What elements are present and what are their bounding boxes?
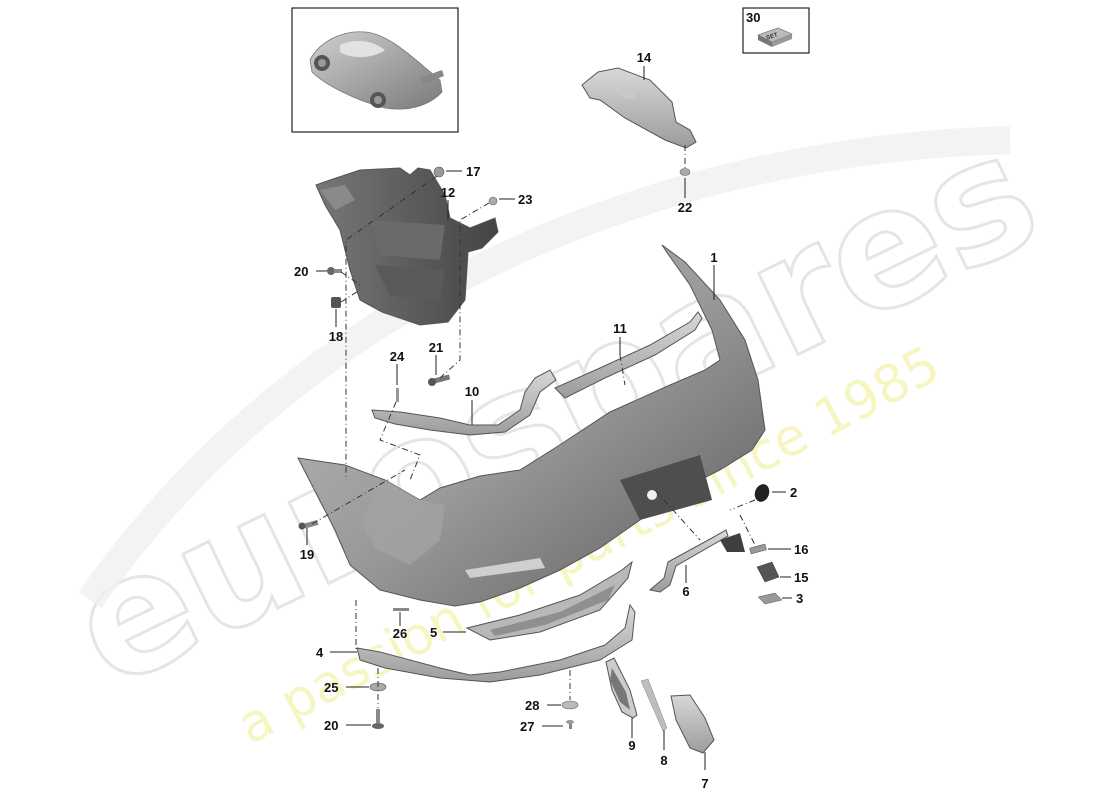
set-box: 30 SET	[742, 7, 810, 54]
callout-10[interactable]: 10	[465, 384, 479, 399]
set-box-number: 30	[746, 10, 760, 25]
part-20-screw-lower	[372, 709, 384, 729]
part-18-clip	[331, 297, 341, 308]
callout-25[interactable]: 25	[324, 680, 338, 695]
callout-22[interactable]: 22	[678, 200, 692, 215]
part-24-pin	[396, 388, 399, 402]
part-1-bumper-cover	[297, 244, 766, 607]
part-10-carrier	[371, 369, 557, 436]
callout-20-lower[interactable]: 20	[324, 718, 338, 733]
part-7-cover	[670, 694, 715, 754]
part-26-clip	[393, 608, 409, 611]
watermark-swoosh	[78, 126, 1011, 609]
part-8-mesh	[640, 678, 668, 732]
watermark-logo: eurospares	[43, 95, 1065, 725]
callout-23[interactable]: 23	[518, 192, 532, 207]
callout-2[interactable]: 2	[790, 485, 797, 500]
callout-3[interactable]: 3	[796, 591, 803, 606]
part-20-screw-upper	[327, 267, 342, 275]
part-23-nut	[488, 196, 498, 206]
part-2-cap	[754, 484, 770, 502]
part-16-clip	[749, 543, 767, 555]
part-22-nut	[679, 168, 691, 176]
part-14-bracket	[581, 67, 697, 149]
callout-4[interactable]: 4	[316, 645, 324, 660]
set-package-icon: SET	[757, 27, 793, 47]
callout-24[interactable]: 24	[390, 349, 405, 364]
vehicle-thumbnail	[309, 31, 444, 110]
callout-5[interactable]: 5	[430, 625, 437, 640]
callout-14[interactable]: 14	[637, 50, 652, 65]
callout-19[interactable]: 19	[300, 547, 314, 562]
callouts: 1 2 3 4 5 6 7 8 9 10 11 12 14 15 16 17 1…	[294, 50, 808, 791]
part-15-bracket	[756, 561, 780, 583]
part-9-frame	[605, 657, 638, 719]
leader-lines	[306, 66, 792, 770]
callout-18[interactable]: 18	[329, 329, 343, 344]
callout-12[interactable]: 12	[441, 185, 455, 200]
part-27-screw	[566, 720, 574, 729]
part-11-rail	[554, 311, 703, 399]
part-6-trim-strip	[648, 529, 745, 593]
callout-16[interactable]: 16	[794, 542, 808, 557]
callout-1[interactable]: 1	[710, 250, 717, 265]
callout-8[interactable]: 8	[660, 753, 667, 768]
callout-28[interactable]: 28	[525, 698, 539, 713]
part-4-spoiler-lip	[356, 603, 636, 683]
part-5-grille	[465, 560, 633, 641]
set-package-label: SET	[766, 32, 779, 41]
part-21-bolt	[428, 374, 451, 386]
callout-27[interactable]: 27	[520, 719, 534, 734]
callout-6[interactable]: 6	[682, 584, 689, 599]
callout-20-upper[interactable]: 20	[294, 264, 308, 279]
callout-15[interactable]: 15	[794, 570, 808, 585]
callout-26[interactable]: 26	[393, 626, 407, 641]
callout-9[interactable]: 9	[628, 738, 635, 753]
vehicle-inset	[291, 7, 459, 133]
callout-17[interactable]: 17	[466, 164, 480, 179]
callout-7[interactable]: 7	[701, 776, 708, 791]
part-28-washer	[561, 700, 579, 710]
callout-11[interactable]: 11	[613, 321, 627, 336]
callout-21[interactable]: 21	[429, 340, 443, 355]
part-12-side-bracket	[315, 167, 499, 326]
part-3-clip	[757, 592, 783, 605]
part-17-clip	[433, 166, 445, 178]
watermark: eurospares a passion for parts since 198…	[41, 94, 1066, 757]
assembly-lines	[311, 145, 756, 708]
